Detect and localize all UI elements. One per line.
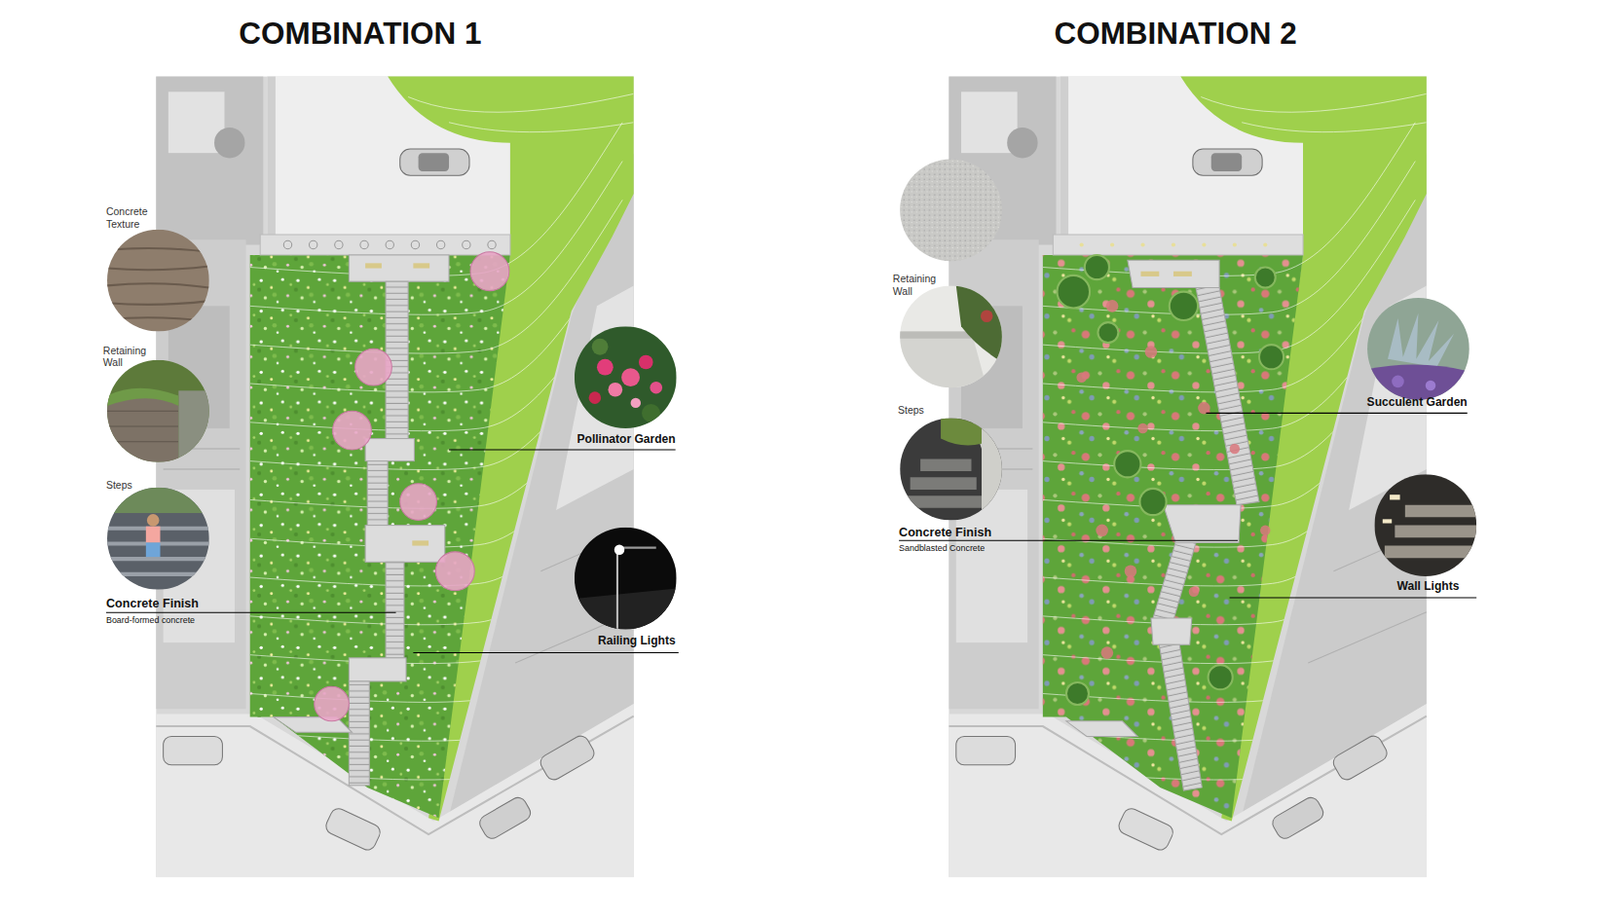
detail-circle: Retaining Wall xyxy=(107,360,210,463)
detail-photo xyxy=(574,326,677,429)
detail-label: Concrete Texture xyxy=(106,206,168,231)
detail-photo xyxy=(1374,474,1477,577)
panel-title: COMBINATION 1 xyxy=(238,16,482,52)
detail-label: Steps xyxy=(106,479,157,492)
detail-photo xyxy=(107,360,210,463)
detail-circle: Steps xyxy=(899,418,1003,521)
plan-panel: COMBINATION 2 Retaining WallSteps Succulen… xyxy=(888,7,1490,886)
detail-label: Retaining Wall xyxy=(893,273,946,298)
detail-label: Railing Lights xyxy=(553,633,676,649)
detail-circle: Succulent Garden xyxy=(1367,297,1470,401)
detail-circle: Retaining Wall xyxy=(899,285,1003,388)
plan-panel: COMBINATION 1 Concrete TextureRetaining W… xyxy=(97,7,679,886)
detail-photo xyxy=(107,487,210,591)
detail-circle: Wall Lights xyxy=(1374,474,1477,577)
detail-photo xyxy=(574,527,677,631)
finish-note: Board-formed concrete xyxy=(106,614,195,625)
panel-title: COMBINATION 2 xyxy=(1053,16,1297,52)
detail-circle: Pollinator Garden xyxy=(574,326,677,429)
detail-circle: Steps xyxy=(107,487,210,591)
detail-label: Pollinator Garden xyxy=(553,431,676,447)
detail-photo xyxy=(899,418,1003,521)
detail-label: Wall Lights xyxy=(1337,578,1460,594)
detail-photo xyxy=(899,285,1003,388)
finish-note: Sandblasted Concrete xyxy=(898,542,985,553)
detail-label: Steps xyxy=(897,405,949,418)
detail-label: Succulent Garden xyxy=(1344,394,1468,410)
detail-circle: Concrete Texture xyxy=(107,229,210,333)
detail-photo xyxy=(1367,297,1470,401)
detail-label: Retaining Wall xyxy=(103,344,156,370)
detail-circle: Railing Lights xyxy=(574,527,677,631)
finish-callout: Concrete Finish xyxy=(106,596,199,612)
finish-callout: Concrete Finish xyxy=(898,525,992,541)
detail-photo xyxy=(107,229,210,333)
